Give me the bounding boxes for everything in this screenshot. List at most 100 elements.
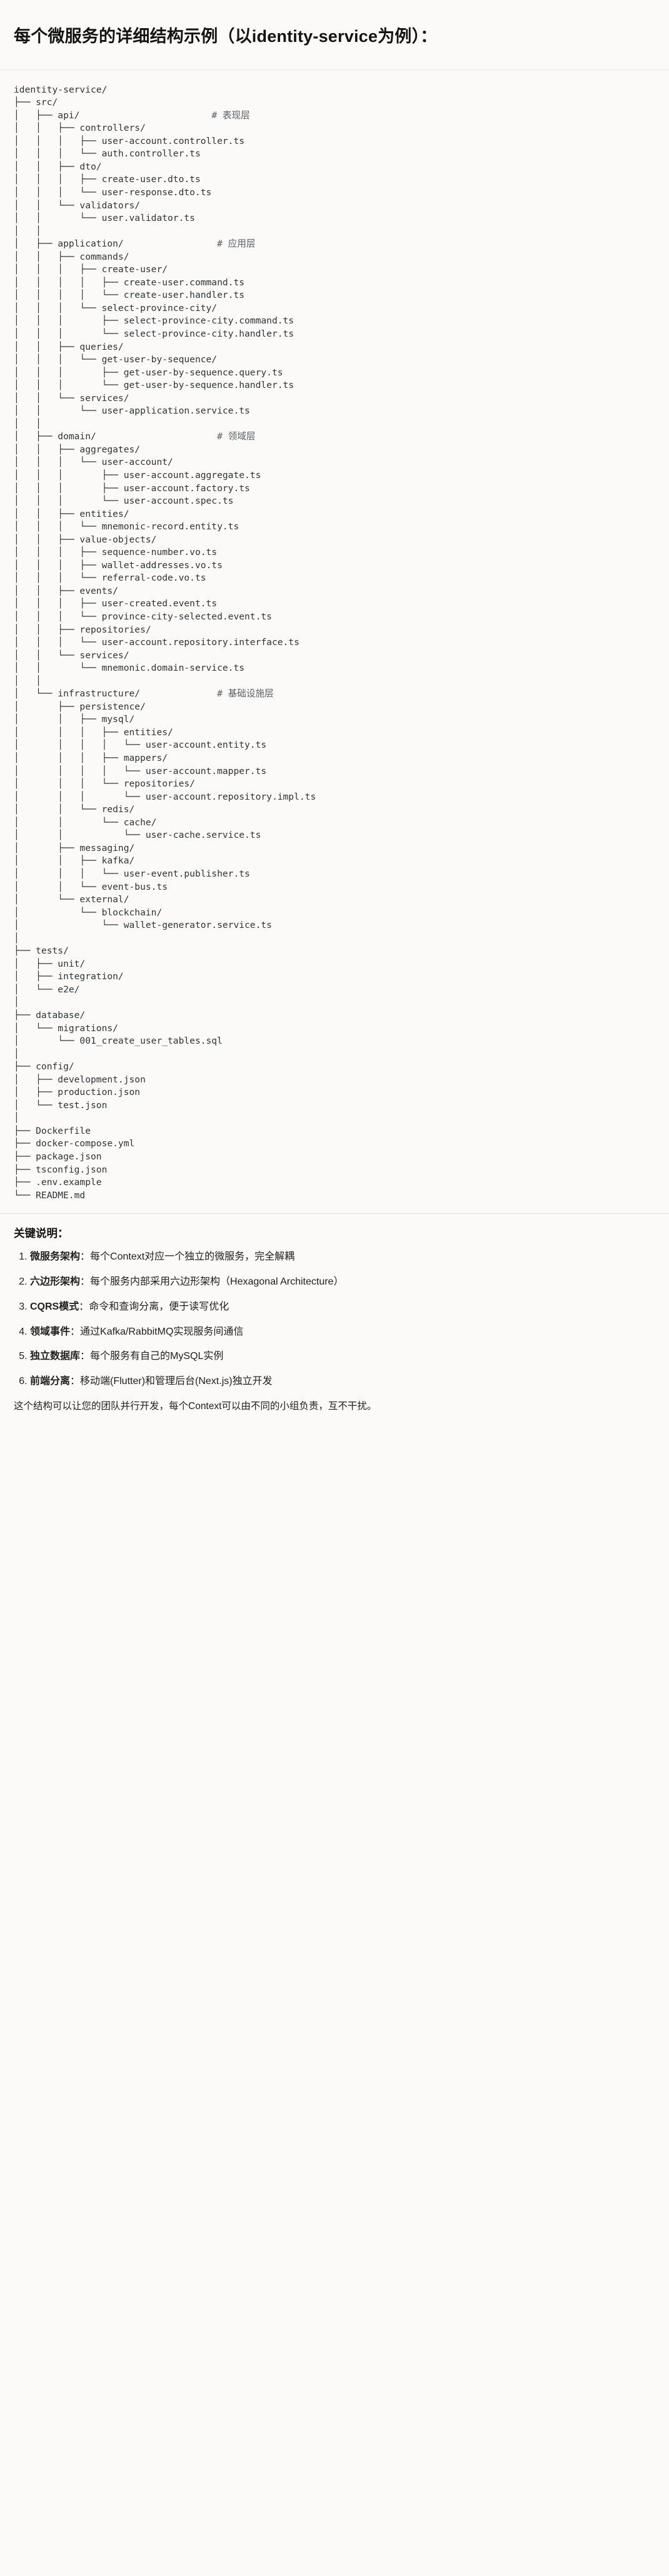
tree-line: │ │ │ └── user-account.spec.ts (14, 496, 234, 507)
tree-line: │ │ │ └── user-account.repository.interf… (14, 637, 299, 648)
tree-line: │ │ │ └── get-user-by-sequence.handler.t… (14, 380, 294, 391)
tree-line: │ │ │ └── user-account.repository.impl.t… (14, 791, 316, 802)
tree-line: │ ├── integration/ (14, 971, 124, 982)
key-note-label: 前端分离 (30, 1376, 71, 1387)
key-note-text: ：每个服务内部采用六边形架构（Hexagonal Architecture） (80, 1276, 344, 1287)
key-note-item: 前端分离：移动端(Flutter)和管理后台(Next.js)独立开发 (30, 1374, 655, 1390)
tree-line: │ │ │ ├── create-user/ (14, 264, 168, 275)
tree-line: ├── .env.example (14, 1177, 102, 1188)
tree-line: │ │ ├── events/ (14, 585, 118, 596)
tree-line: │ ├── application/ # 应用层 (14, 238, 256, 250)
tree-line: │ └── infrastructure/ # 基础设施层 (14, 688, 274, 700)
tree-line: │ │ │ ├── sequence-number.vo.ts (14, 547, 218, 558)
tree-line: │ │ │ ├── select-province-city.command.t… (14, 315, 294, 327)
tree-line: │ │ ├── queries/ (14, 341, 124, 352)
tree-line: │ │ └── redis/ (14, 804, 135, 815)
key-note-text: ：每个服务有自己的MySQL实例 (80, 1351, 224, 1362)
tree-line: │ │ (14, 675, 41, 686)
tree-line: │ │ │ └── user-event.publisher.ts (14, 868, 250, 879)
tree-line: │ (14, 1112, 19, 1124)
key-notes-section: 关键说明： 微服务架构：每个Context对应一个独立的微服务，完全解耦六边形架… (0, 1214, 669, 1435)
key-note-item: 领域事件：通过Kafka/RabbitMQ实现服务间通信 (30, 1325, 655, 1340)
tree-comment: # 表现层 (211, 109, 250, 121)
tree-line: │ │ └── user-application.service.ts (14, 405, 250, 417)
tree-line: │ │ ├── dto/ (14, 161, 102, 172)
key-note-text: ：命令和查询分离，便于读写优化 (79, 1301, 229, 1312)
tree-line: │ └── test.json (14, 1099, 108, 1111)
tree-line: │ └── 001_create_user_tables.sql (14, 1036, 223, 1047)
tree-line: │ │ │ ├── create-user.dto.ts (14, 174, 201, 185)
tree-line: │ │ │ └── province-city-selected.event.t… (14, 611, 272, 623)
tree-line: │ └── blockchain/ (14, 907, 163, 918)
tree-line: │ (14, 1048, 19, 1059)
tree-line: │ ├── unit/ (14, 958, 86, 969)
tree-line: │ │ │ ├── user-account.controller.ts (14, 135, 245, 146)
tree-line: ├── tests/ (14, 945, 69, 957)
closing-paragraph: 这个结构可以让您的团队并行开发，每个Context可以由不同的小组负责，互不干扰… (14, 1400, 377, 1412)
key-notes-title: 关键说明： (14, 1227, 69, 1240)
tree-line: │ │ │ ├── mappers/ (14, 753, 168, 764)
key-note-text: ：通过Kafka/RabbitMQ实现服务间通信 (70, 1326, 244, 1337)
key-note-item: 独立数据库：每个服务有自己的MySQL实例 (30, 1349, 655, 1365)
tree-comment: # 应用层 (217, 238, 256, 250)
tree-line: ├── src/ (14, 97, 58, 108)
key-note-label: 独立数据库 (30, 1351, 81, 1362)
tree-comment: # 基础设施层 (217, 688, 274, 700)
tree-line: │ (14, 997, 19, 1008)
key-note-label: CQRS模式 (30, 1301, 79, 1312)
tree-line: │ │ │ └── user-account/ (14, 457, 173, 468)
header-divider (0, 69, 669, 70)
directory-tree-block: identity-service/ ├── src/ │ ├── api/ # … (0, 69, 669, 1209)
tree-line: │ └── external/ (14, 894, 129, 905)
tree-line: │ │ │ ├── user-created.event.ts (14, 598, 218, 609)
tree-line: ├── package.json (14, 1151, 102, 1162)
tree-line: │ │ └── user.validator.ts (14, 213, 195, 224)
tree-line: │ │ │ └── auth.controller.ts (14, 148, 201, 160)
tree-line: │ │ │ └── select-province-city.handler.t… (14, 328, 294, 339)
tree-bottom-divider (0, 1213, 669, 1214)
tree-line: ├── database/ (14, 1009, 86, 1021)
tree-line: │ │ └── services/ (14, 649, 129, 661)
directory-tree: identity-service/ ├── src/ │ ├── api/ # … (14, 84, 663, 1203)
tree-line: │ ├── development.json (14, 1074, 146, 1085)
key-note-item: 微服务架构：每个Context对应一个独立的微服务，完全解耦 (30, 1250, 655, 1265)
tree-line: │ ├── domain/ # 领域层 (14, 431, 256, 442)
tree-line: │ │ │ └── get-user-by-sequence/ (14, 354, 218, 365)
tree-line: │ │ │ ├── user-account.aggregate.ts (14, 470, 261, 481)
tree-line: │ └── wallet-generator.service.ts (14, 920, 272, 931)
tree-line: │ │ └── services/ (14, 392, 129, 404)
tree-line: │ │ │ └── user-response.dto.ts (14, 186, 212, 198)
key-note-text: ：移动端(Flutter)和管理后台(Next.js)独立开发 (70, 1376, 273, 1387)
tree-line: │ │ └── user-cache.service.ts (14, 830, 261, 841)
tree-line: │ │ │ └── repositories/ (14, 778, 195, 790)
tree-line: │ │ │ ├── user-account.factory.ts (14, 482, 250, 494)
tree-line: │ │ ├── commands/ (14, 251, 129, 262)
tree-line: │ │ └── mnemonic.domain-service.ts (14, 663, 245, 674)
tree-line: │ └── e2e/ (14, 984, 80, 995)
tree-line: │ │ └── event-bus.ts (14, 881, 168, 892)
tree-line: │ │ └── cache/ (14, 817, 157, 828)
tree-line: │ │ │ ├── entities/ (14, 726, 173, 738)
tree-line: │ │ │ └── select-province-city/ (14, 302, 218, 313)
tree-line: │ │ ├── aggregates/ (14, 444, 141, 455)
tree-line: ├── tsconfig.json (14, 1164, 108, 1175)
key-notes-list: 微服务架构：每个Context对应一个独立的微服务，完全解耦六边形架构：每个服务… (14, 1250, 655, 1390)
tree-line: │ └── migrations/ (14, 1022, 118, 1034)
tree-line: │ │ │ │ └── user-account.mapper.ts (14, 765, 267, 776)
key-note-item: CQRS模式：命令和查询分离，便于读写优化 (30, 1300, 655, 1315)
tree-line: │ │ │ │ ├── create-user.command.ts (14, 277, 245, 288)
tree-line: │ (14, 932, 19, 944)
tree-line: └── README.md (14, 1189, 86, 1201)
key-note-label: 微服务架构 (30, 1251, 81, 1263)
tree-line: │ │ │ └── referral-code.vo.ts (14, 573, 206, 584)
tree-line: ├── docker-compose.yml (14, 1138, 135, 1149)
tree-line: │ │ └── validators/ (14, 200, 141, 211)
page-title: 每个微服务的详细结构示例（以identity-service为例）： (14, 27, 438, 46)
key-note-item: 六边形架构：每个服务内部采用六边形架构（Hexagonal Architectu… (30, 1275, 655, 1290)
tree-comment: # 领域层 (217, 431, 256, 442)
tree-line: ├── config/ (14, 1061, 74, 1072)
tree-line: ├── Dockerfile (14, 1125, 91, 1136)
tree-line: │ │ ├── repositories/ (14, 624, 151, 635)
tree-line: identity-service/ (14, 84, 108, 95)
tree-line: │ │ │ ├── wallet-addresses.vo.ts (14, 559, 223, 571)
